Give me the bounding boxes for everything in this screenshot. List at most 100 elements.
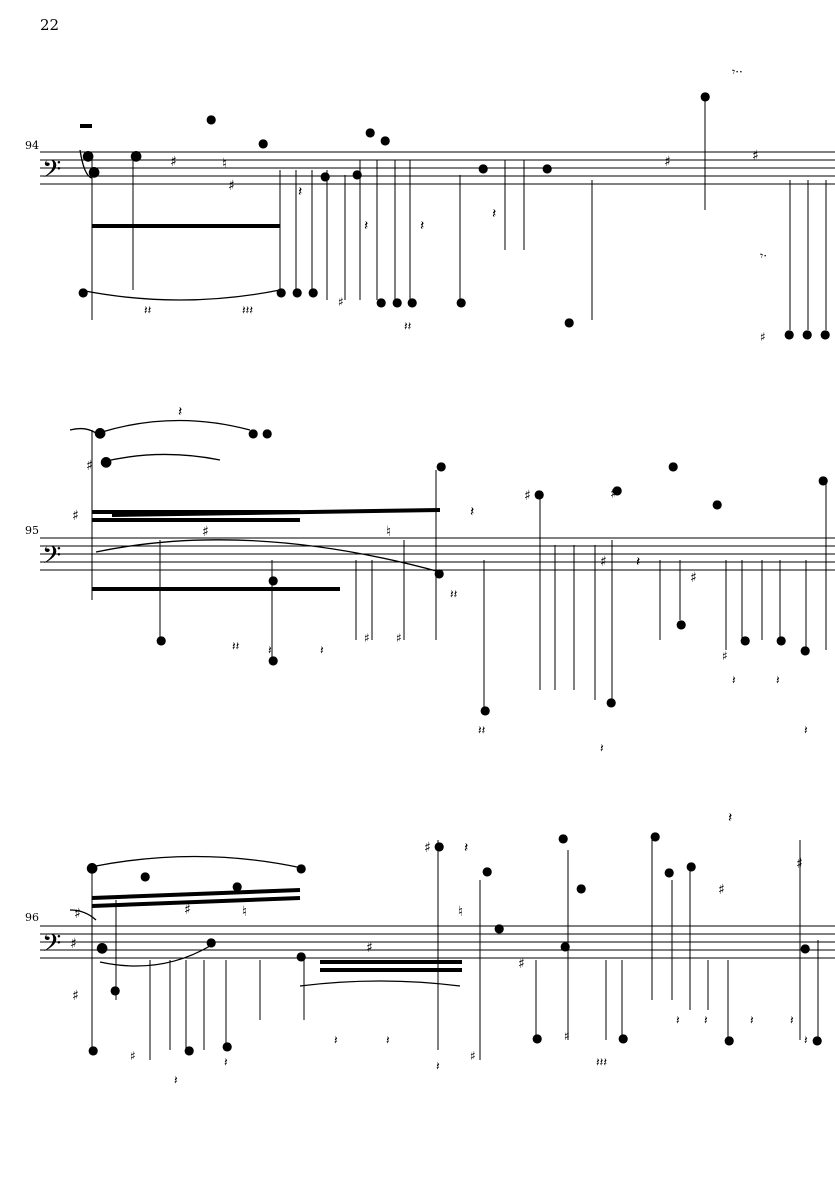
sharp-icon: ♯ bbox=[524, 488, 531, 504]
quarter-rest-icon: 𝄽 bbox=[636, 554, 640, 570]
note-head: ● bbox=[86, 860, 98, 876]
sharp-icon: ♯ bbox=[364, 631, 370, 645]
note-head: ● bbox=[140, 869, 150, 883]
quarter-rest-icon: 𝄽 bbox=[732, 673, 736, 687]
note-head: ● bbox=[434, 839, 444, 853]
quarter-rest-icon: 𝄽 bbox=[386, 1033, 390, 1047]
stems-system-3 bbox=[91, 840, 819, 1060]
eighth-rest-icon: 𝄾·· bbox=[732, 65, 743, 79]
note-head: ● bbox=[308, 285, 318, 299]
sharp-icon: ♯ bbox=[518, 956, 525, 972]
notes-system-1: ● ● ● ● ● ● ● ● ● ● ● ● ● ● ● ● ● ● ● ● … bbox=[78, 89, 830, 341]
quarter-rest-icon: 𝄽 bbox=[320, 643, 324, 657]
staff-lines-system-2 bbox=[40, 537, 835, 571]
sharp-icon: ♯ bbox=[424, 840, 431, 856]
note-head: ● bbox=[82, 148, 94, 164]
quarter-rest-icon: 𝄽 bbox=[364, 218, 368, 234]
sharp-icon: ♯ bbox=[470, 1049, 476, 1063]
sharp-icon: ♯ bbox=[760, 330, 766, 344]
note-head: ● bbox=[532, 1031, 542, 1045]
sharp-icon: ♯ bbox=[796, 856, 803, 872]
note-head: ● bbox=[434, 566, 444, 580]
quarter-rest-icon: 𝄽𝄽 bbox=[478, 723, 486, 737]
note-head: ● bbox=[320, 169, 330, 183]
sharp-icon: ♯ bbox=[722, 649, 728, 663]
rests-system-3: 𝄽 𝄽 𝄽 𝄽 𝄽 𝄽 𝄽 𝄽𝄽𝄽 𝄽 𝄽 𝄽 𝄽 𝄽 bbox=[174, 810, 808, 1087]
note-head: ● bbox=[365, 125, 375, 139]
note-head: ● bbox=[392, 295, 402, 309]
slurs-system-1 bbox=[79, 149, 281, 301]
quarter-rest-icon: 𝄽 bbox=[676, 1013, 680, 1027]
note-head: ● bbox=[560, 939, 570, 953]
note-head: ● bbox=[376, 295, 386, 309]
note-head: ● bbox=[542, 161, 552, 175]
note-head: ● bbox=[94, 425, 106, 441]
note-head: ● bbox=[812, 1033, 822, 1047]
stems-system-1 bbox=[91, 95, 827, 330]
note-head: ● bbox=[618, 1031, 628, 1045]
note-head: ● bbox=[156, 633, 166, 647]
quarter-rest-icon: 𝄽 bbox=[420, 218, 424, 234]
sharp-icon: ♯ bbox=[718, 882, 725, 898]
note-head: ● bbox=[558, 831, 568, 845]
quarter-rest-icon: 𝄽 bbox=[464, 840, 468, 856]
rests-system-2: 𝄽 𝄽 𝄽 𝄽 𝄽 𝄽𝄽 𝄽𝄽 𝄽𝄽 𝄽 𝄽 𝄽 𝄽 bbox=[178, 404, 808, 755]
system-1: 𝄢 bbox=[40, 65, 835, 344]
quarter-rest-icon: 𝄽 bbox=[268, 643, 272, 657]
beams-system-2 bbox=[92, 508, 441, 591]
note-head: ● bbox=[740, 633, 750, 647]
note-head: ● bbox=[800, 941, 810, 955]
note-head: ● bbox=[407, 295, 417, 309]
note-head: ● bbox=[576, 881, 586, 895]
quarter-rest-icon: 𝄽 bbox=[704, 1013, 708, 1027]
quarter-rest-icon: 𝄽𝄽 bbox=[404, 319, 412, 333]
system-2: 𝄢 bbox=[40, 404, 835, 755]
quarter-rest-icon: 𝄽 bbox=[804, 723, 808, 737]
system-3: 𝄢 bbox=[40, 810, 835, 1087]
note-head: ● bbox=[184, 1043, 194, 1057]
quarter-rest-icon: 𝄽 bbox=[728, 810, 732, 826]
note-head: ● bbox=[802, 327, 812, 341]
note-head: ● bbox=[784, 327, 794, 341]
measure-number-96: 96 bbox=[25, 911, 39, 924]
natural-icon: ♮ bbox=[458, 904, 463, 920]
note-head: ● bbox=[534, 487, 544, 501]
note-head: ● bbox=[776, 633, 786, 647]
notes-system-3: ● ● ● ● ● ● ● ● ● ● ● ● ● ● ● ● ● ● ● ● … bbox=[86, 829, 822, 1057]
quarter-rest-icon: 𝄽 bbox=[224, 1055, 228, 1069]
quarter-rest-icon: 𝄽 bbox=[298, 184, 302, 200]
sharp-icon: ♯ bbox=[72, 988, 79, 1004]
natural-icon: ♮ bbox=[386, 524, 391, 540]
note-head: ● bbox=[380, 133, 390, 147]
note-head: ● bbox=[296, 949, 306, 963]
note-head: ● bbox=[130, 148, 142, 164]
rests-system-1: 𝄽 𝄽 𝄽 𝄽 𝄽𝄽 𝄽𝄽𝄽 𝄽𝄽 𝄾·· 𝄾· bbox=[144, 65, 767, 333]
sharp-icon: ♯ bbox=[752, 148, 759, 164]
note-head: ● bbox=[818, 473, 828, 487]
quarter-rest-icon: 𝄽𝄽𝄽 bbox=[242, 303, 253, 317]
note-head: ● bbox=[686, 859, 696, 873]
accidentals-system-2: ♯ ♯ ♯ ♯ ♯ ♮ ♯ ♯ ♯ ♯ ♯ bbox=[72, 458, 728, 663]
note-head: ● bbox=[110, 983, 120, 997]
slurs-system-2 bbox=[69, 419, 441, 573]
sharp-icon: ♯ bbox=[610, 486, 617, 502]
page-number: 22 bbox=[40, 16, 60, 34]
note-head: ● bbox=[96, 940, 108, 956]
notes-system-2: ● ● ● ● ● ● ● ● ● ● ● ● ● ● ● ● ● ● ● ● bbox=[94, 425, 828, 717]
note-head: ● bbox=[222, 1039, 232, 1053]
note-head: ● bbox=[456, 295, 466, 309]
note-head: ● bbox=[564, 315, 574, 329]
quarter-rest-icon: 𝄽 bbox=[750, 1013, 754, 1027]
note-head: ● bbox=[206, 112, 216, 126]
note-head: ● bbox=[650, 829, 660, 843]
quarter-rest-icon: 𝄽 bbox=[600, 741, 604, 755]
note-head: ● bbox=[258, 136, 268, 150]
note-head: ● bbox=[482, 864, 492, 878]
note-head: ● bbox=[88, 1043, 98, 1057]
sharp-icon: ♯ bbox=[170, 154, 177, 170]
note-head: ● bbox=[88, 164, 100, 180]
note-head: ● bbox=[232, 879, 242, 893]
sharp-icon: ♯ bbox=[366, 940, 373, 956]
quarter-rest-icon: 𝄽 bbox=[790, 1013, 794, 1027]
